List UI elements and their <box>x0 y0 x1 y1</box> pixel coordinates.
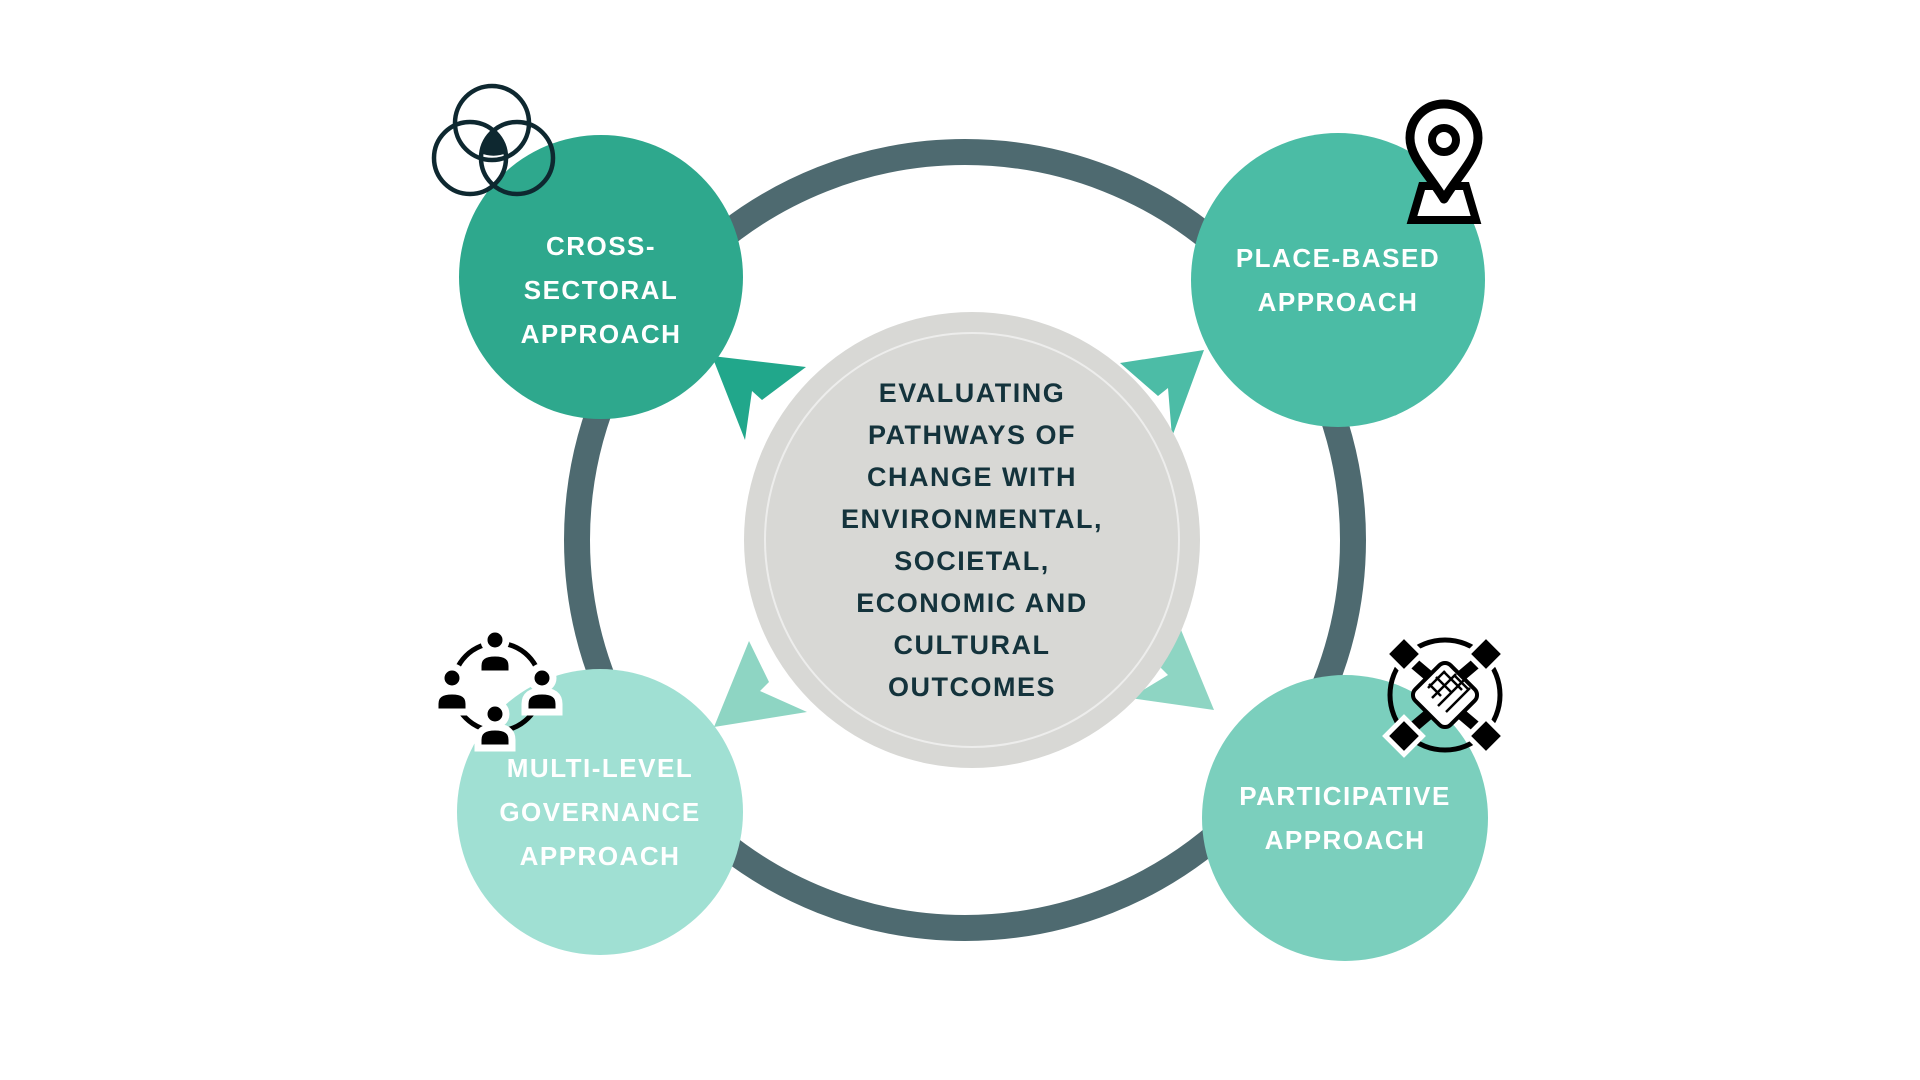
arrow-top-right-icon <box>1120 350 1204 437</box>
node-label-line: PLACE-BASED <box>1235 243 1441 273</box>
arrow-top-left-icon <box>712 356 806 440</box>
node-label-line: APPROACH <box>1264 825 1426 855</box>
node-label-line: GOVERNANCE <box>499 797 701 827</box>
node-label-line: APPROACH <box>1257 287 1419 317</box>
node-label-line: SECTORAL <box>523 275 679 305</box>
people-network-icon <box>432 625 563 752</box>
center-statement-line: PATHWAYS OF <box>867 420 1077 450</box>
center-circle: EVALUATING PATHWAYS OF CHANGE WITH ENVIR… <box>744 312 1200 768</box>
center-statement-line: EVALUATING <box>878 378 1066 408</box>
hands-together-icon <box>1382 632 1508 758</box>
node-label-line: PARTICIPATIVE <box>1239 781 1451 811</box>
arrow-bottom-left-icon <box>714 641 807 727</box>
venn-diagram-icon <box>431 83 556 197</box>
arrow-bottom-right-icon <box>1130 625 1214 710</box>
center-statement-line: ECONOMIC AND <box>856 588 1088 618</box>
map-pin-icon <box>1405 99 1483 224</box>
node-label-line: APPROACH <box>519 841 681 871</box>
center-statement-line: CULTURAL <box>893 630 1051 660</box>
node-label-line: MULTI-LEVEL <box>506 753 694 783</box>
center-statement-line: CHANGE WITH <box>867 462 1077 492</box>
node-label-line: APPROACH <box>520 319 682 349</box>
center-statement-line: OUTCOMES <box>887 672 1056 702</box>
center-inner-ring <box>764 332 1180 748</box>
node-cross-sectoral-approach: CROSS- SECTORAL APPROACH <box>459 135 743 419</box>
connector-ring <box>564 139 1366 941</box>
center-statement: EVALUATING PATHWAYS OF CHANGE WITH ENVIR… <box>841 372 1103 708</box>
node-label-line: CROSS- <box>545 231 657 261</box>
center-statement-line: SOCIETAL, <box>894 546 1050 576</box>
center-statement-line: ENVIRONMENTAL, <box>841 504 1103 534</box>
